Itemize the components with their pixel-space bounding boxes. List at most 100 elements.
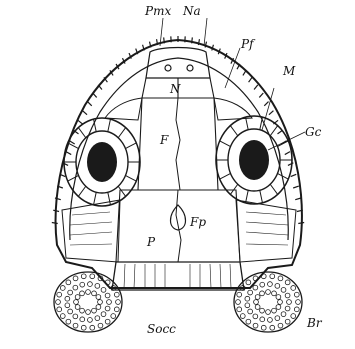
branchial-bead [275,283,280,288]
branchial-bead [281,287,286,292]
branchial-bead [268,318,273,323]
label-f: F [159,133,169,147]
sclerotic-plate [220,173,231,179]
nostril-left [165,65,171,71]
branchial-bead [73,314,78,319]
label-pf: Pf [240,37,256,51]
tooth [264,102,268,106]
branchial-bead [98,300,103,305]
frontal-suture [176,98,180,190]
tooth [285,152,290,155]
sclerotic-plate [277,141,288,147]
branchial-bead [253,323,258,328]
branchial-bead [101,312,106,317]
branchial-bead [255,295,260,300]
branchial-bead [260,317,265,322]
branchial-bead [237,307,242,312]
branchial-bead [92,308,97,313]
branchial-bead [75,295,80,300]
branchial-bead [114,292,119,297]
branchial-bead [291,314,296,319]
branchial-bead [254,300,259,305]
sclerotic-plate [220,141,231,147]
branchial-bead [98,323,103,328]
branchial-bead [105,319,110,324]
branchial-bead [285,280,290,285]
branchial-bead [248,290,253,295]
branchial-bead [275,316,280,321]
tooth [70,141,75,144]
branchial-bead [253,276,258,281]
orbit-right [216,116,292,204]
branchial-right [234,272,302,332]
branchial-bead [86,290,91,295]
label-m: M [282,64,296,78]
branchial-bead [92,291,97,296]
tooth [291,174,297,176]
branchial-bead [90,274,95,279]
branchial-bead [107,300,112,305]
label-socc: Socc [147,322,176,336]
branchial-bead [73,323,78,328]
branchial-bead [80,308,85,313]
sclerotic-plate [78,128,85,138]
branchial-bead [66,319,71,324]
branchial-left [54,272,122,332]
label-n: N [169,82,181,96]
branchial-bead [246,319,251,324]
branchial-bead [255,305,260,310]
branchial-bead [268,282,273,287]
nostril-right [187,65,193,71]
branchial-bead [240,314,245,319]
branchial-bead [253,314,258,319]
tooth [249,77,252,82]
supraoccipital-striations [124,264,231,288]
label-gc: Gc [305,125,322,139]
branchial-bead [80,317,85,322]
label-na: Na [182,4,201,18]
branchial-bead [65,296,70,301]
sclerotic-plate [68,175,79,181]
supraoccipital [112,262,244,290]
branchial-bead [245,296,250,301]
branchial-bead [95,283,100,288]
branchial-bead [261,325,266,330]
branchial-bead [88,282,93,287]
label-pmx: Pmx [144,4,171,18]
branchial-bead [296,300,301,305]
branchial-bead [291,286,296,291]
branchial-bead [68,290,73,295]
branchial-bead [116,300,121,305]
branchial-bead [105,306,110,311]
branchial-bead [253,285,258,290]
branchial-bead [285,293,290,298]
tooth [293,186,299,188]
sclerotic-plate [246,190,249,203]
branchial-bead [66,280,71,285]
branchial-bead [60,314,65,319]
branchial-bead [266,310,271,315]
tooth [87,102,91,106]
branchial-bead [80,291,85,296]
branchial-bead [68,309,73,314]
branchial-bead [270,325,275,330]
branchial-bead [73,276,78,281]
branchial-bead [86,310,91,315]
sclerotic-plate [270,126,277,136]
label-br: Br [306,316,323,330]
branchial-bead [57,292,62,297]
prefrontal-left [105,98,142,120]
branchial-bead [111,314,116,319]
tooth [269,111,273,115]
tooth [78,120,83,124]
branchial-bead [285,319,290,324]
branchial-bead [278,276,283,281]
tooth [83,111,87,115]
branchial-bead [73,285,78,290]
branchial-bead [278,323,283,328]
sclerotic-plate [78,186,85,196]
branchial-bead [248,309,253,314]
branchial-bead [272,308,277,313]
branchial-bead [237,292,242,297]
branchial-bead [88,318,93,323]
